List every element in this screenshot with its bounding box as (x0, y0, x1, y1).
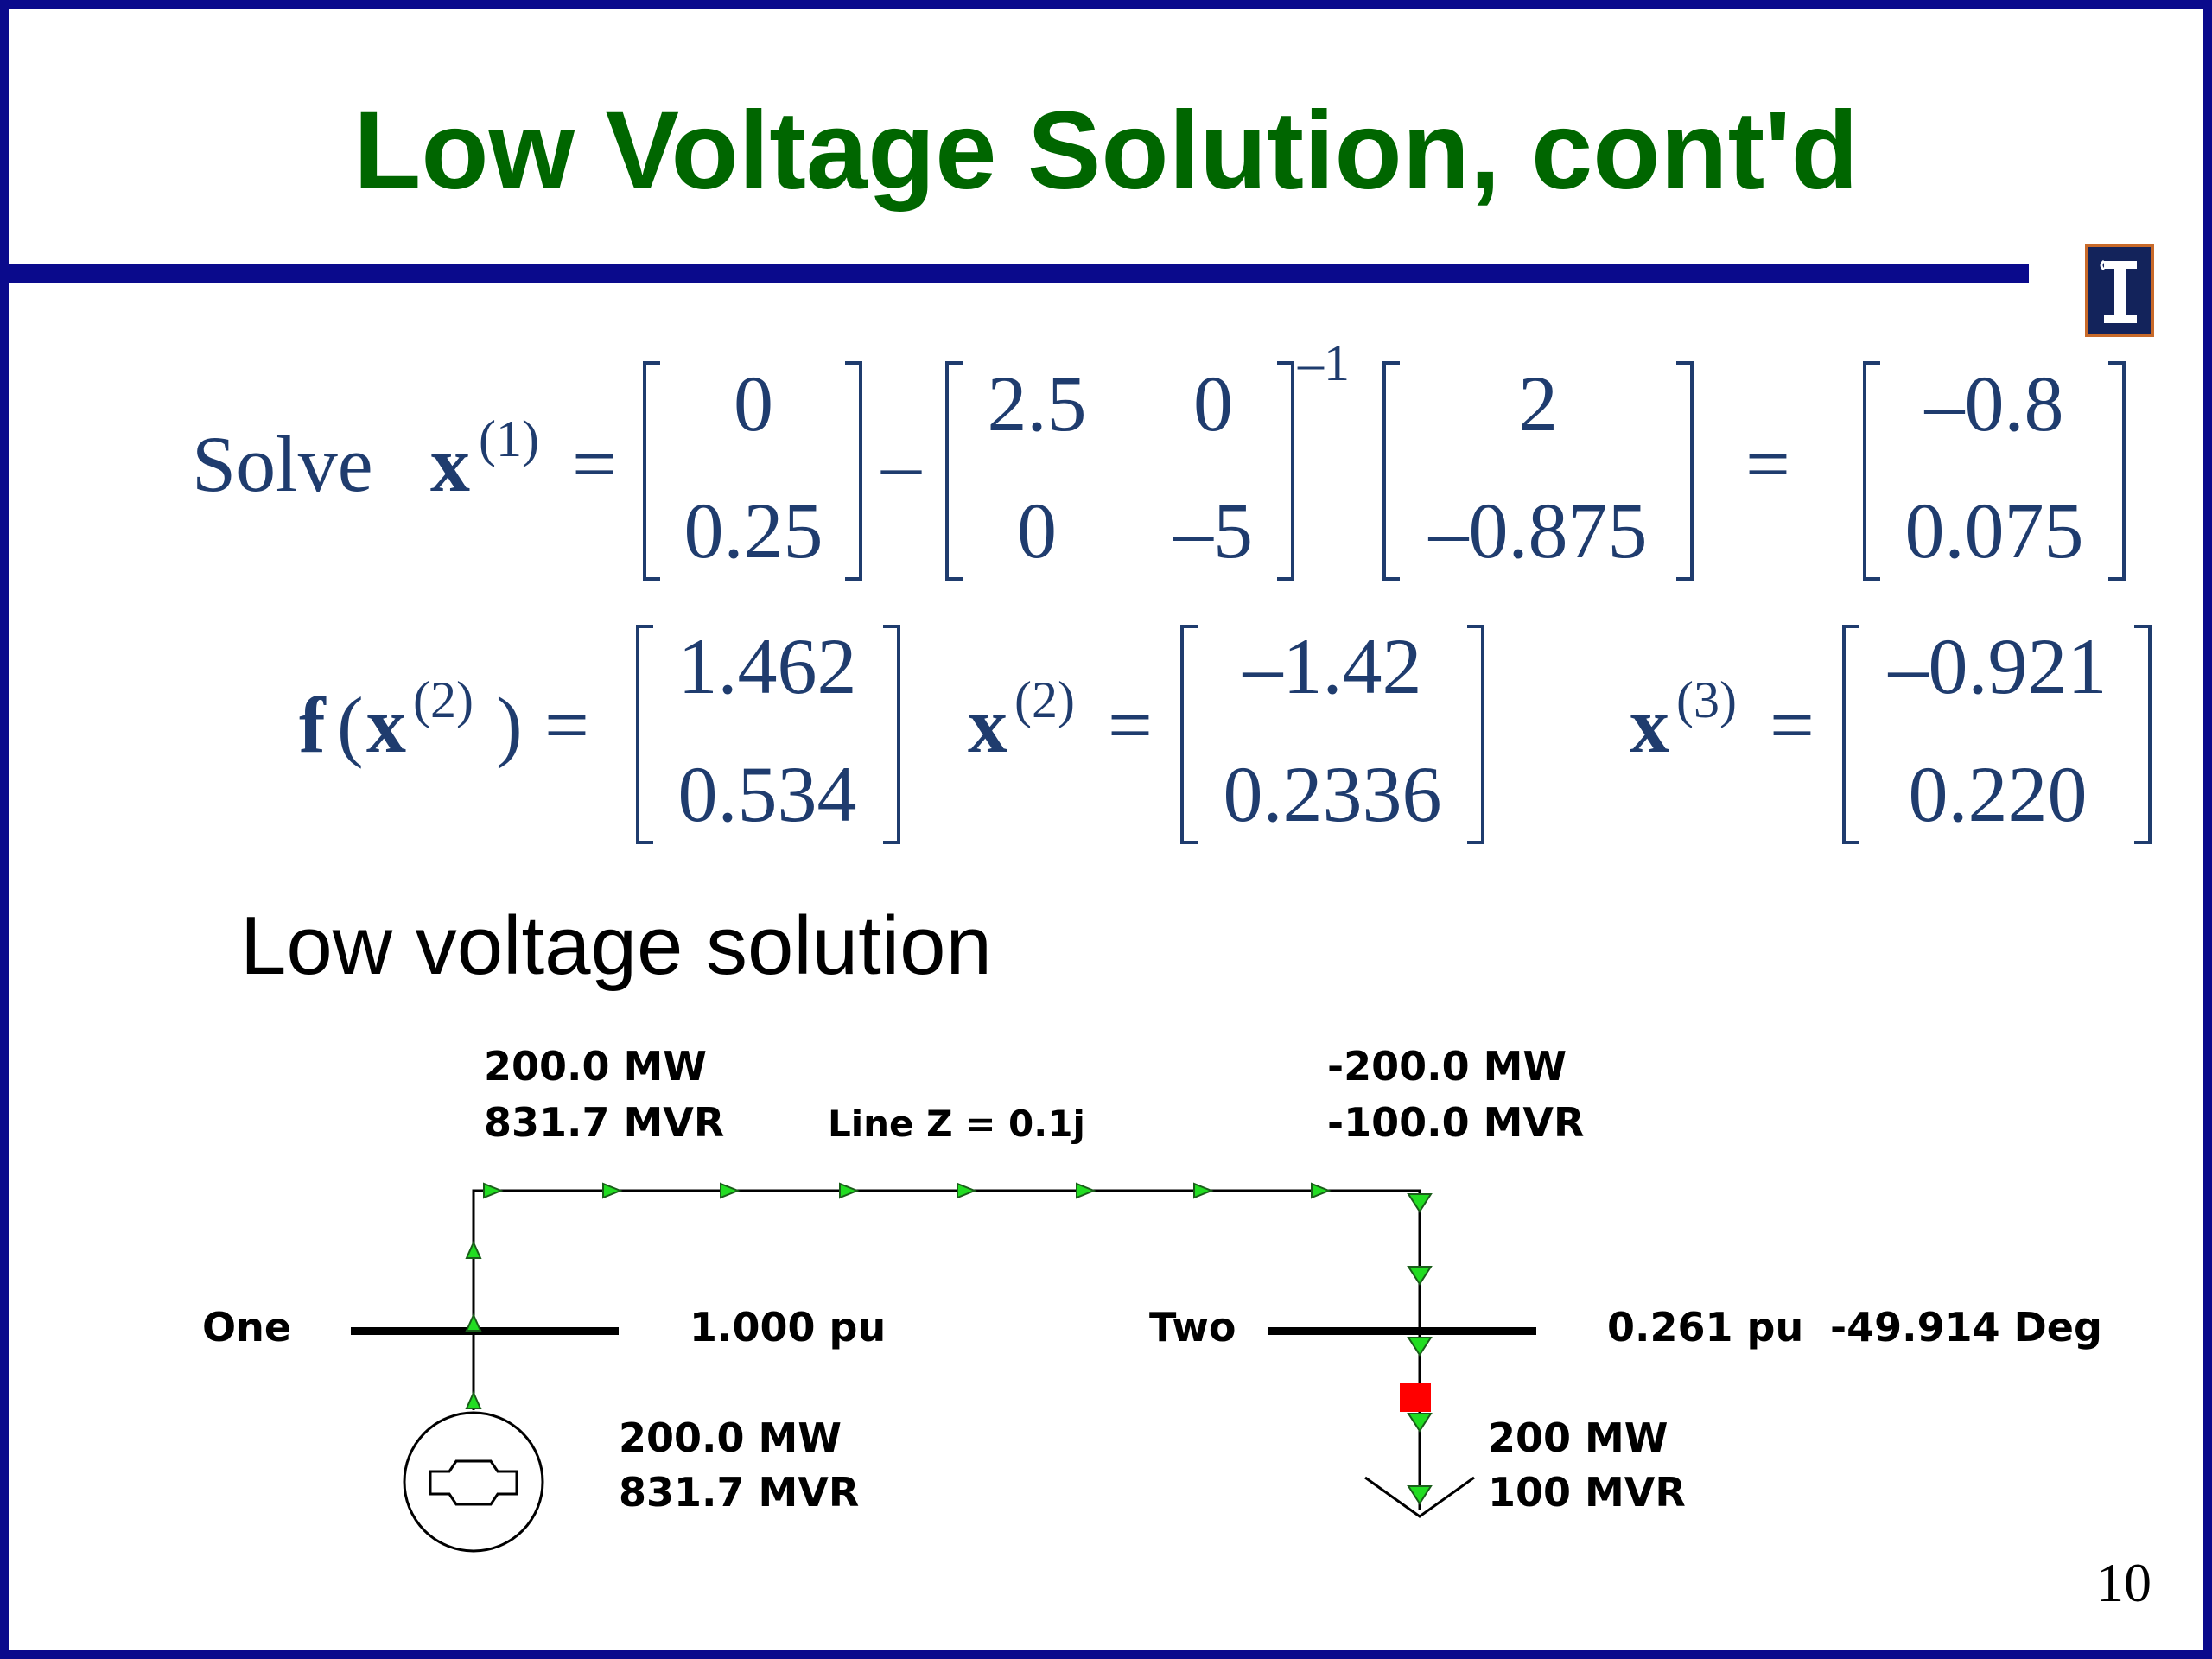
bus-one-bar (351, 1327, 619, 1335)
x2-vec-1: 0.2336 (1224, 750, 1442, 838)
flow-arrow-icon (1407, 1485, 1433, 1505)
bus-one-voltage: 1.000 pu (690, 1304, 886, 1351)
f-label: f (299, 681, 327, 769)
transmission-line (472, 1189, 1421, 1329)
flow-from-mvar: 831.7 MVR (484, 1099, 724, 1146)
bracket (1863, 361, 1880, 581)
flow-arrow-icon (1407, 1413, 1433, 1433)
x2-var: x (968, 681, 1007, 769)
flow-arrow-icon (1193, 1182, 1214, 1199)
flow-arrow-icon (1311, 1182, 1332, 1199)
section-caption: Low voltage solution (240, 899, 992, 992)
flow-from-mw: 200.0 MW (484, 1043, 707, 1090)
x1-superscript: (1) (479, 410, 539, 467)
bus-two-bar (1268, 1327, 1536, 1335)
flow-arrow-icon (1407, 1193, 1433, 1213)
bracket (643, 361, 660, 581)
bracket (2108, 361, 2126, 581)
x2-vec-0: –1.42 (1243, 622, 1422, 710)
solve-label: Solve (192, 420, 373, 508)
flow-arrow-icon (1076, 1182, 1096, 1199)
x2-superscript: (2) (1014, 671, 1075, 728)
flow-arrow-icon (465, 1313, 482, 1332)
bus-two-angle: -49.914 Deg (1830, 1304, 2102, 1351)
flow-to-mvar: -100.0 MVR (1327, 1099, 1584, 1146)
load-mvar: 100 MVR (1488, 1469, 1686, 1516)
bracket (1467, 625, 1484, 844)
flow-arrow-icon (483, 1182, 504, 1199)
matrix-1-0: 0 (1017, 486, 1057, 575)
oneline-diagram: 200.0 MW 831.7 MVR Line Z = 0.1j -200.0 … (202, 1043, 2102, 1553)
closed-breaker-icon (1400, 1382, 1431, 1412)
close-paren: ) (496, 681, 523, 769)
matrix-1-1: –5 (1173, 486, 1253, 575)
inverse-superscript: –1 (1297, 334, 1350, 391)
vec-f-1: –0.875 (1428, 486, 1648, 575)
f-arg-var: x (366, 681, 406, 769)
university-column-icon (2085, 244, 2154, 337)
page-number: 10 (2096, 1552, 2152, 1613)
equals-sign: = (1745, 420, 1790, 508)
vec-f-0: 2 (1518, 359, 1558, 448)
load-arrow-icon (1364, 1476, 1475, 1518)
bracket (945, 361, 963, 581)
flow-arrow-icon (1407, 1337, 1433, 1357)
line-impedance-label: Line Z = 0.1j (828, 1103, 1085, 1145)
equals-sign: = (1108, 681, 1153, 769)
flow-arrow-icon (957, 1182, 977, 1199)
bracket (845, 361, 862, 581)
result-0: –0.8 (1924, 359, 2064, 448)
vec-x-1: 0.25 (684, 486, 823, 575)
x3-var: x (1630, 681, 1669, 769)
title-underline (0, 264, 2029, 283)
matrix-0-1: 0 (1193, 359, 1233, 448)
generator-icon (403, 1411, 544, 1553)
generator-mvar: 831.7 MVR (619, 1469, 859, 1516)
flow-arrow-icon (465, 1240, 482, 1259)
bus-one-name: One (202, 1304, 291, 1351)
f-vec-1: 0.534 (678, 750, 857, 838)
slide-title: Low Voltage Solution, cont'd (353, 89, 1859, 213)
bracket (636, 625, 653, 844)
bus-two-name: Two (1149, 1304, 1236, 1351)
bracket (1382, 361, 1400, 581)
x1-var: x (430, 420, 470, 508)
flow-arrow-icon (1407, 1266, 1433, 1286)
open-paren: ( (337, 681, 364, 769)
newton-equations: Solve x (1) = 0 0.25 – 2.5 0 0 –5 –1 2 –… (192, 334, 2152, 844)
bracket (1842, 625, 1859, 844)
x3-vec-1: 0.220 (1909, 750, 2088, 838)
bracket (1676, 361, 1694, 581)
f-vec-0: 1.462 (678, 622, 857, 710)
f-arg-superscript: (2) (413, 671, 474, 728)
x3-superscript: (3) (1676, 671, 1737, 728)
bracket (1180, 625, 1198, 844)
flow-to-mw: -200.0 MW (1327, 1043, 1567, 1090)
x3-vec-0: –0.921 (1888, 622, 2107, 710)
bus-two-voltage: 0.261 pu (1607, 1304, 1803, 1351)
load-mw: 200 MW (1488, 1414, 1669, 1461)
equals-sign: = (1770, 681, 1815, 769)
bracket (883, 625, 900, 844)
matrix-0-0: 2.5 (988, 359, 1087, 448)
minus-sign: – (880, 420, 922, 508)
flow-arrow-icon (602, 1182, 623, 1199)
bracket (2134, 625, 2152, 844)
flow-arrow-icon (720, 1182, 741, 1199)
flow-arrow-icon (465, 1390, 482, 1409)
flow-arrow-icon (839, 1182, 860, 1199)
bracket (1277, 361, 1294, 581)
result-1: 0.075 (1905, 486, 2084, 575)
generator-mw: 200.0 MW (619, 1414, 842, 1461)
equals-sign: = (544, 681, 589, 769)
equals-sign: = (572, 420, 617, 508)
vec-x-0: 0 (734, 359, 773, 448)
